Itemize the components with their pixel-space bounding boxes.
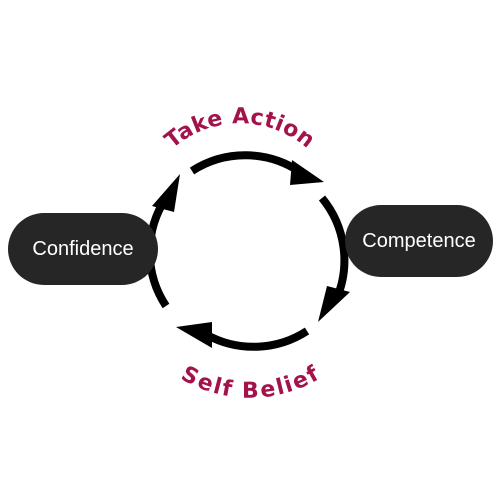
arc-bottom-segment bbox=[205, 327, 310, 351]
competence-node-label: Competence bbox=[362, 229, 476, 252]
confidence-node-label: Confidence bbox=[32, 237, 134, 260]
arc-top-segment bbox=[189, 151, 303, 176]
bottom-arc-label-text: Self Belief bbox=[177, 361, 323, 403]
arc-right-segment bbox=[318, 195, 349, 302]
arrowhead-right-bottom bbox=[318, 286, 350, 322]
arrowhead-top-right bbox=[290, 160, 324, 185]
competence-node: Competence bbox=[345, 205, 493, 277]
confidence-node: Confidence bbox=[8, 213, 158, 285]
arrowhead-bottom-left bbox=[176, 322, 212, 348]
top-arc-label-text: Take Action bbox=[160, 104, 319, 153]
arrowhead-left-top bbox=[152, 174, 180, 212]
top-arc-label: Take Action bbox=[160, 104, 319, 153]
bottom-arc-label: Self Belief bbox=[177, 361, 323, 403]
